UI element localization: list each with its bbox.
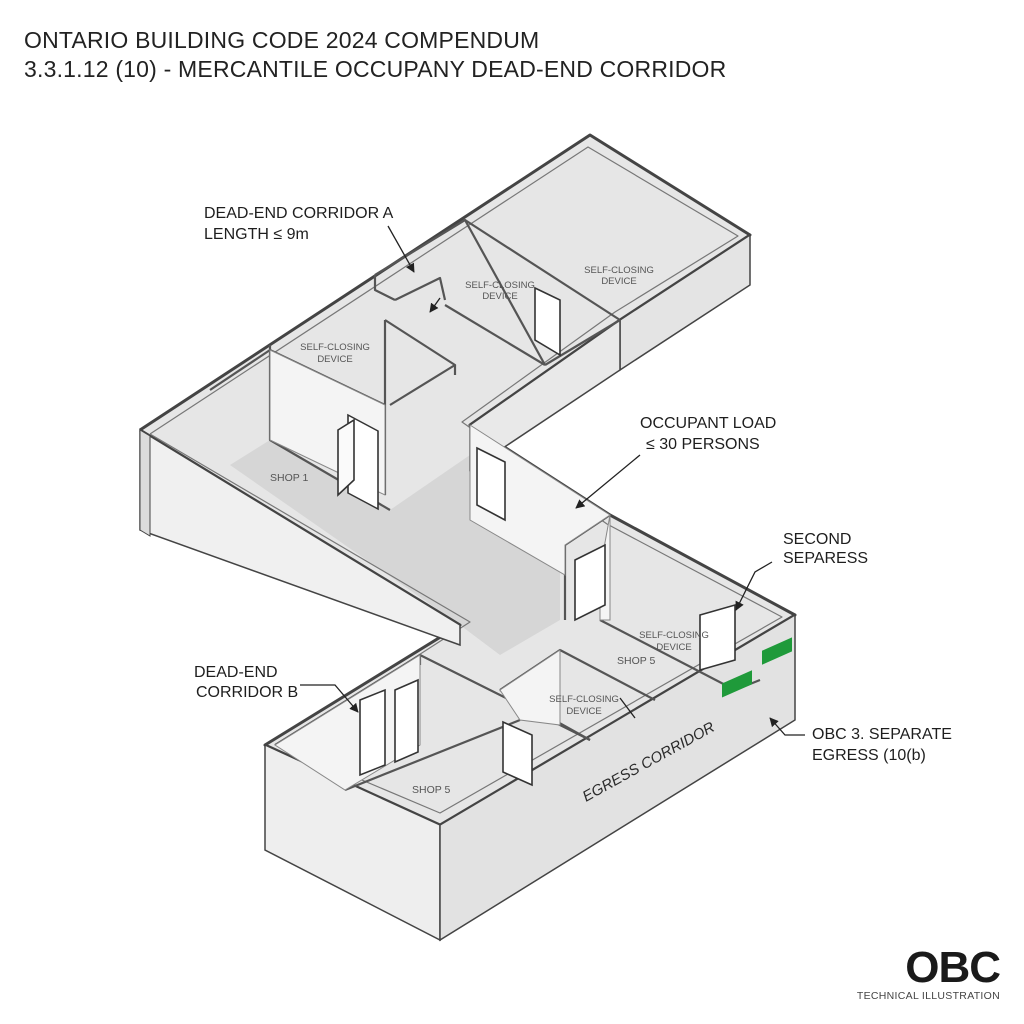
southeast-exterior-face — [439, 613, 796, 942]
callout-obc-2: EGRESS (10(b) — [812, 747, 926, 764]
logo-mark: OBC — [905, 943, 1001, 992]
device-labels: SELF-CLOSING DEVICE SELF-CLOSING DEVICE … — [300, 265, 709, 717]
door-shop5-right — [699, 603, 736, 672]
room-label-shop5-lower: SHOP 5 — [412, 784, 450, 796]
callout-second-1: SECOND — [783, 531, 851, 548]
left-exterior-face-end — [139, 429, 151, 537]
device-label-1b: DEVICE — [482, 291, 517, 302]
exit-sign-1 — [722, 670, 752, 698]
device-label-5b: DEVICE — [566, 706, 601, 717]
room-label-shop5-upper: SHOP 5 — [617, 655, 655, 667]
exit-signs — [722, 637, 792, 698]
callout-second-2: SEPARESS — [783, 550, 868, 567]
title-line-1: ONTARIO BUILDING CODE 2024 COMPENDUM — [24, 27, 540, 53]
device-label-3b: DEVICE — [317, 354, 352, 365]
device-label-1a: SELF-CLOSING — [465, 280, 535, 291]
callout-dead-end-b-2: CORRIDOR B — [196, 684, 298, 701]
device-label-2b: DEVICE — [601, 276, 636, 287]
door-lower-left-2 — [394, 678, 419, 764]
door-center-right — [574, 543, 606, 622]
callout-obc-1: OBC 3. SEPARATE — [812, 726, 952, 743]
callout-occupant-load-1: OCCUPANT LOAD — [640, 415, 776, 432]
door-lower-left-1 — [359, 688, 386, 777]
device-label-4b: DEVICE — [656, 642, 691, 653]
callout-dead-end-a-2: LENGTH ≤ 9m — [204, 226, 309, 243]
callout-occupant-load-2: ≤ 30 PERSONS — [646, 436, 760, 453]
diagram-title: ONTARIO BUILDING CODE 2024 COMPENDUM 3.3… — [24, 26, 726, 84]
logo-subtitle: TECHNICAL ILLUSTRATION — [856, 990, 1000, 1002]
door-center-left — [476, 446, 506, 522]
door-shop1 — [337, 413, 379, 511]
device-label-5a: SELF-CLOSING — [549, 694, 619, 705]
doors — [337, 286, 736, 787]
exit-sign-2 — [762, 637, 792, 665]
title-line-2: 3.3.1.12 (10) - MERCANTILE OCCUPANY DEAD… — [24, 56, 727, 82]
callouts: DEAD-END CORRIDOR A LENGTH ≤ 9m OCCUPANT… — [194, 205, 952, 764]
room-label-shop1: SHOP 1 — [270, 472, 308, 484]
callout-dead-end-b-1: DEAD-END — [194, 664, 278, 681]
door-upper — [534, 286, 561, 357]
obc-logo: OBC TECHNICAL ILLUSTRATION — [856, 943, 1001, 1003]
device-label-3a: SELF-CLOSING — [300, 342, 370, 353]
callout-dead-end-a-1: DEAD-END CORRIDOR A — [204, 205, 394, 222]
device-label-4a: SELF-CLOSING — [639, 630, 709, 641]
door-lower-shop — [502, 720, 533, 787]
device-label-2a: SELF-CLOSING — [584, 265, 654, 276]
room-labels: SHOP 1 SHOP 5 SHOP 5 — [270, 472, 655, 796]
callout-leaders — [300, 225, 805, 736]
